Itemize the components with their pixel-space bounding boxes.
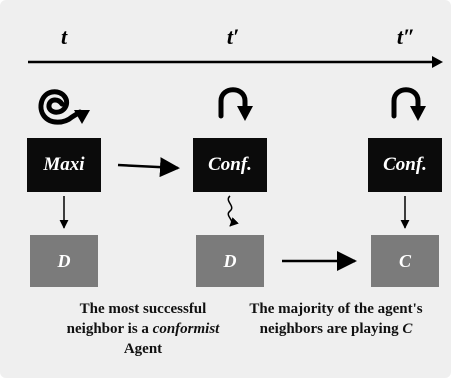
node-strategy-d-t-prime: D [196,235,264,287]
time-label-t: t [60,24,68,49]
time-label-t-prime: t′ [226,24,240,49]
node-maxi: Maxi [27,138,101,192]
wavy-arrow-conf-to-d [227,195,239,227]
time-label-t-double-prime: t″ [396,24,416,49]
node-strategy-d-t: D [30,235,98,287]
u-turn-arrow-icon [218,87,253,121]
spiral-arrow-icon [38,89,90,125]
caption-right: The majority of the agent's neighbors ar… [249,301,423,337]
node-conformist-t-double-prime: Conf. [368,138,442,192]
arrow-maxi-to-conf [117,157,180,178]
u-turn-arrow-icon [391,87,426,121]
node-conformist-t-prime: Conf. [193,138,267,192]
timeline-axis [28,56,443,68]
caption-left: The most successful neighbor is a confor… [66,301,220,357]
node-strategy-c-t-double-prime: C [371,235,439,287]
